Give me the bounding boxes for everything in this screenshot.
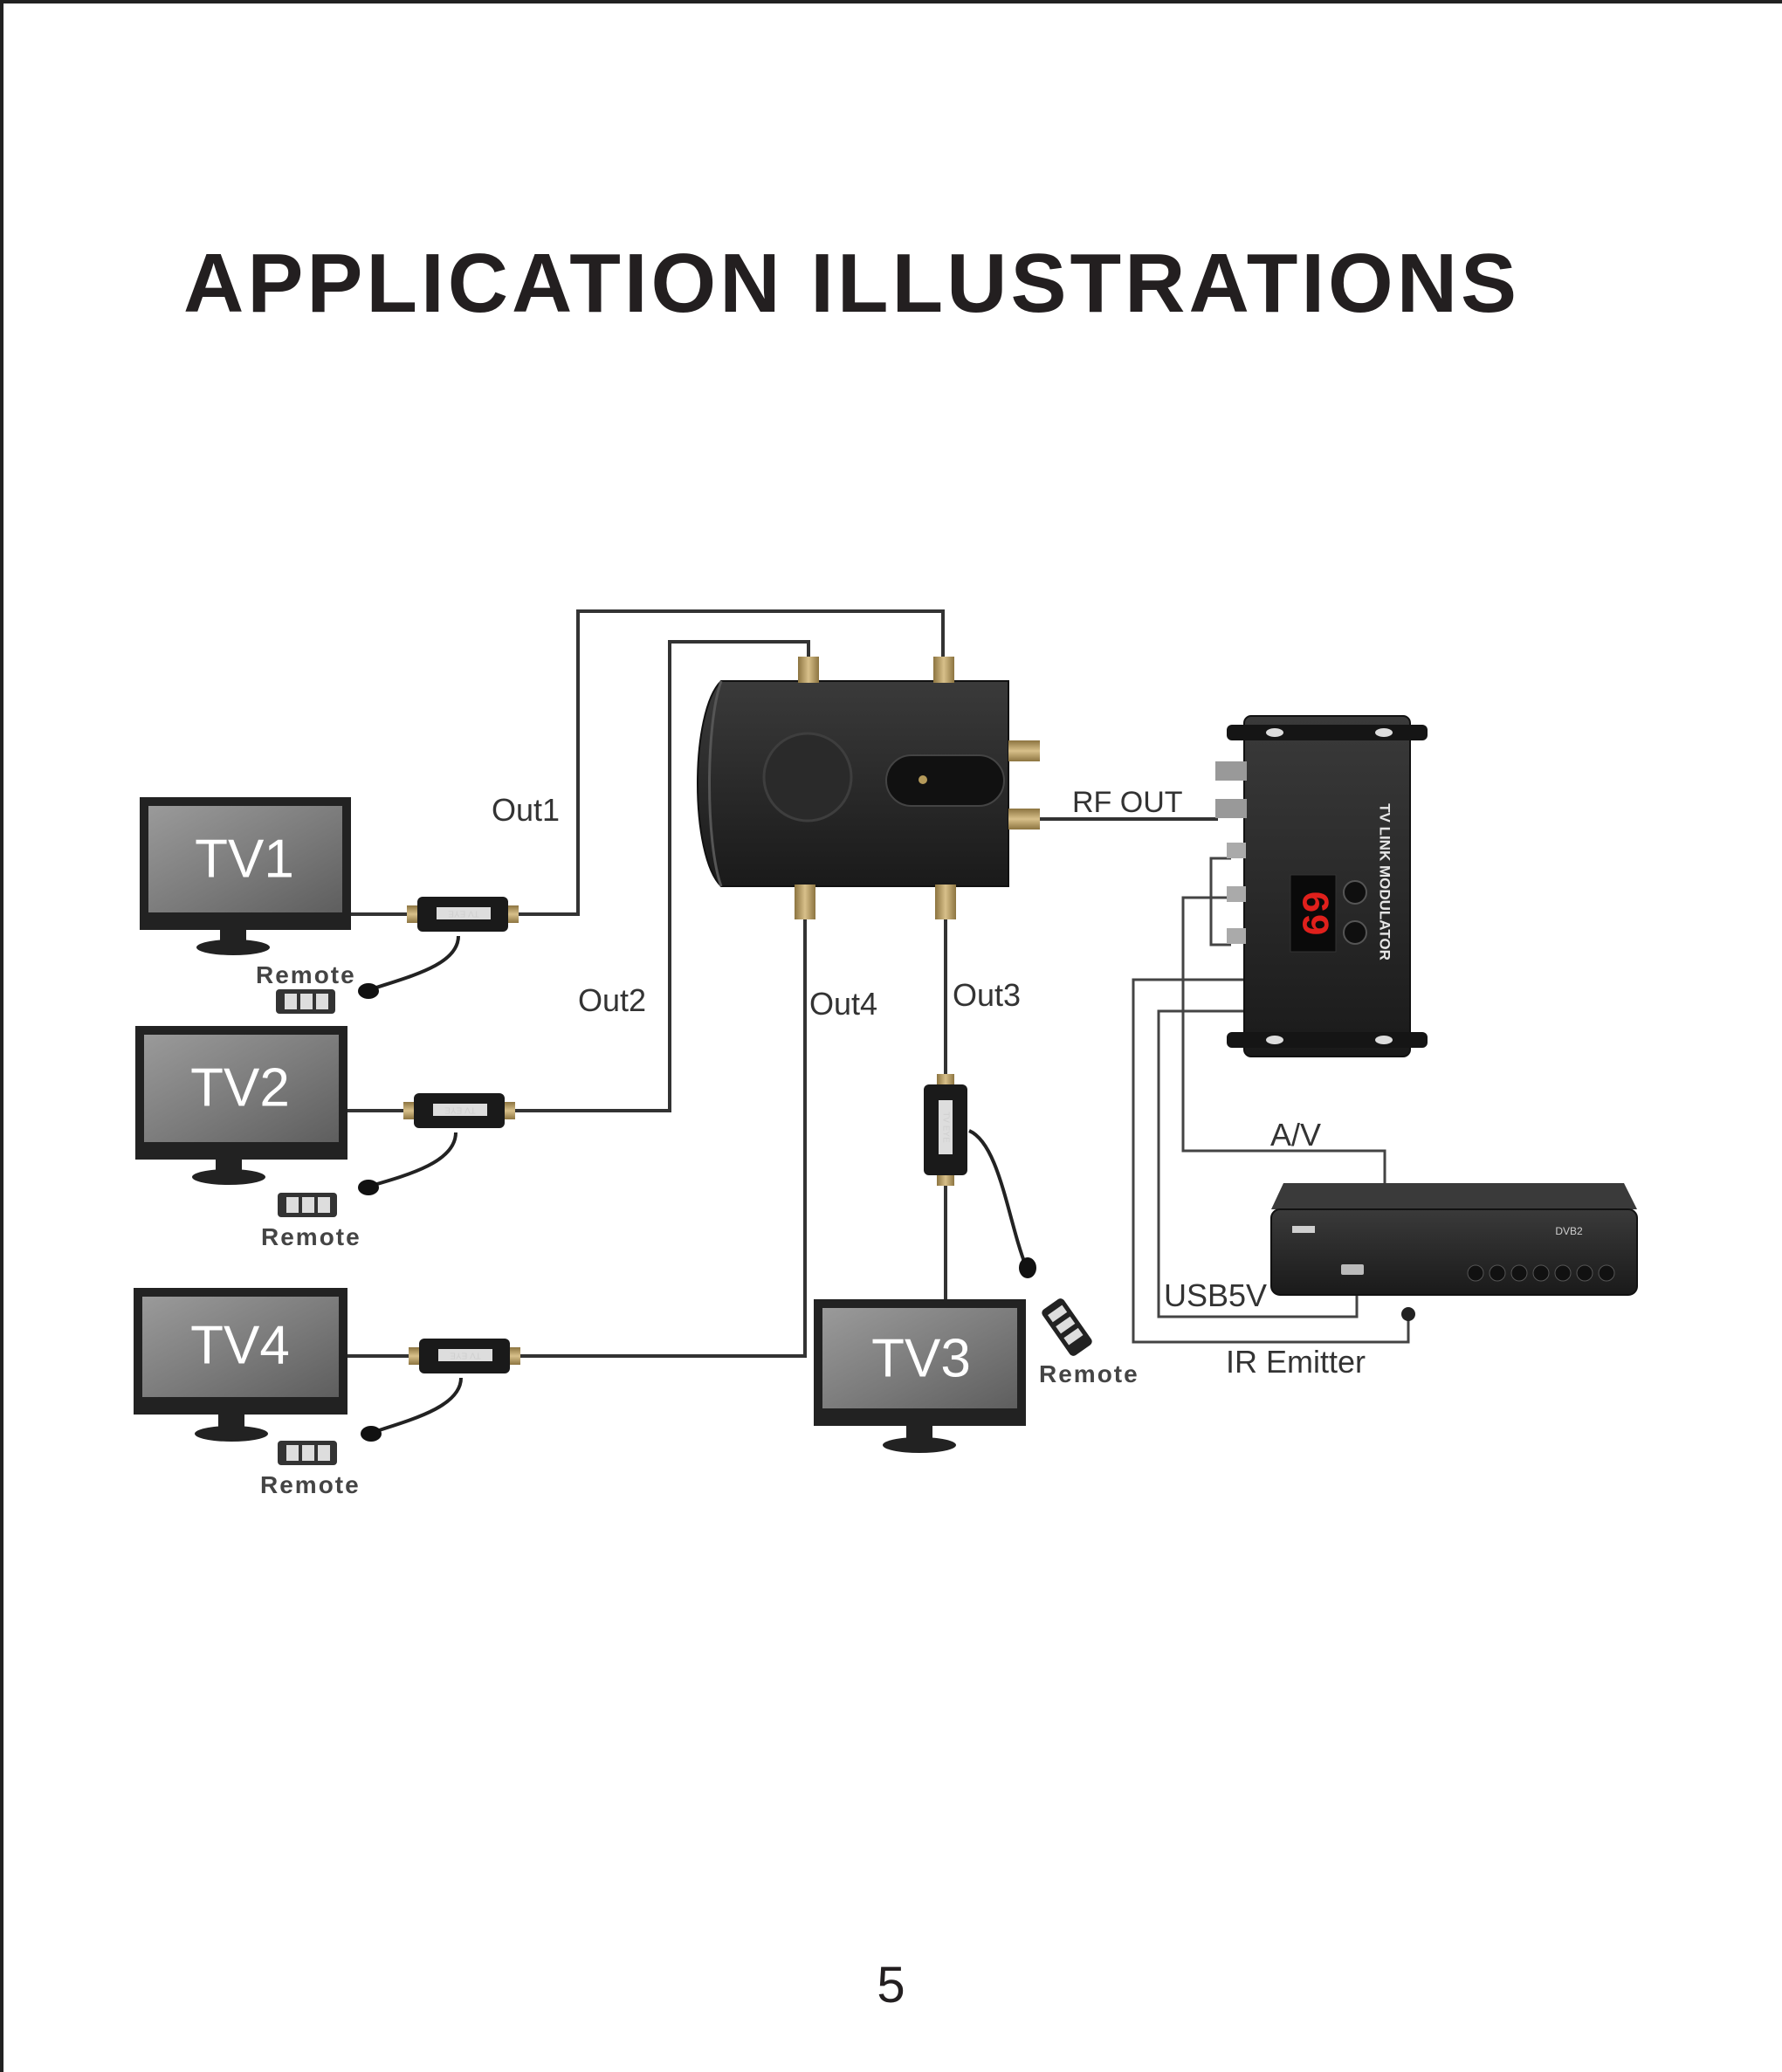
cable-out4 — [515, 917, 807, 1358]
ir-eye-tv1: TV EYE — [358, 897, 519, 999]
ir-receiver-tv4 — [361, 1426, 382, 1442]
label-rf-out: RF OUT — [1072, 786, 1183, 819]
modulator-name: TV LINK MODULATOR — [1377, 803, 1393, 960]
stb-button-3 — [1510, 1264, 1528, 1282]
ir-emitter-head — [1401, 1307, 1415, 1321]
av-cables — [1132, 857, 1410, 1344]
wire-eye-tv1 — [370, 935, 460, 991]
label-av: A/V — [1270, 1117, 1321, 1153]
remote-icon-tv4 — [278, 1441, 337, 1465]
wire-eye-tv2 — [370, 1132, 458, 1187]
label-remote-tv2: Remote — [261, 1223, 361, 1250]
ir-eye-tv4: TV EYE — [361, 1339, 520, 1442]
channel-display-value: 69 — [1290, 891, 1334, 937]
label-out4: Out4 — [809, 986, 877, 1022]
label-ir-emitter: IR Emitter — [1226, 1344, 1366, 1380]
page-border-left — [0, 0, 3, 2072]
page-border-top — [0, 0, 1782, 3]
wire-eye-tv4 — [373, 1377, 463, 1434]
cable-out2 — [515, 640, 810, 1112]
channel-down-button — [1343, 920, 1367, 945]
page-number: 5 — [877, 1957, 905, 2013]
label-usb5v: USB5V — [1164, 1277, 1267, 1313]
cable-av-2 — [1181, 896, 1386, 1183]
tv3-label: TV3 — [871, 1328, 971, 1388]
ir-eye-tv2-label: TV EYE — [444, 1105, 476, 1114]
stb-label: DVB2 — [1555, 1225, 1583, 1237]
label-remote-tv4: Remote — [260, 1471, 361, 1498]
ir-eye-tv4-label: TV EYE — [450, 1350, 481, 1360]
label-out1: Out1 — [492, 792, 560, 828]
ir-eye-tv2: TV EYE — [358, 1093, 515, 1195]
tv1: TV1 — [140, 797, 351, 955]
wire-eye-tv3 — [968, 1129, 1028, 1267]
tv-link-modulator: 69 TV LINK MODULATOR — [1215, 715, 1428, 1057]
stb-button-7 — [1598, 1264, 1615, 1282]
tv2-label: TV2 — [190, 1057, 290, 1118]
cable-out1 — [515, 609, 945, 916]
remote-icon-tv1 — [276, 989, 335, 1014]
stb-button-6 — [1576, 1264, 1593, 1282]
page-title: APPLICATION ILLUSTRATIONS — [183, 237, 1521, 330]
tv4-label: TV4 — [190, 1315, 290, 1375]
cable-usb5v — [1157, 1009, 1359, 1318]
ir-receiver-tv3 — [1019, 1257, 1036, 1278]
tv1-label: TV1 — [195, 829, 294, 889]
tv2: TV2 — [135, 1026, 347, 1185]
ir-receiver-tv2 — [358, 1180, 379, 1195]
stb-button-4 — [1532, 1264, 1550, 1282]
channel-display — [1290, 874, 1337, 953]
ir-eye-wires — [370, 935, 1028, 1434]
stb-button-1 — [1467, 1264, 1484, 1282]
tv3: TV3 — [814, 1299, 1026, 1453]
stb-button-2 — [1489, 1264, 1506, 1282]
ir-eye-tv3: TV EYE — [924, 1074, 1036, 1278]
stb-button-5 — [1554, 1264, 1572, 1282]
splitter-device — [697, 657, 1040, 919]
ir-receiver-tv1 — [358, 983, 379, 999]
cables — [347, 609, 1218, 1358]
tv4: TV4 — [134, 1288, 347, 1442]
ir-eye-tv3-label: TV EYE — [940, 1112, 950, 1143]
label-out3: Out3 — [953, 977, 1021, 1013]
channel-up-button — [1343, 880, 1367, 905]
label-remote-tv1: Remote — [256, 961, 356, 988]
cable-av-1 — [1209, 857, 1231, 947]
remote-icon-tv3 — [1042, 1298, 1092, 1356]
cable-ir-emitter — [1132, 978, 1410, 1344]
label-remote-tv3: Remote — [1039, 1360, 1139, 1387]
set-top-box: DVB2 — [1270, 1183, 1638, 1321]
remote-icon-tv2 — [278, 1193, 337, 1217]
label-out2: Out2 — [578, 982, 646, 1018]
ir-eye-tv1-label: TV EYE — [448, 908, 479, 918]
